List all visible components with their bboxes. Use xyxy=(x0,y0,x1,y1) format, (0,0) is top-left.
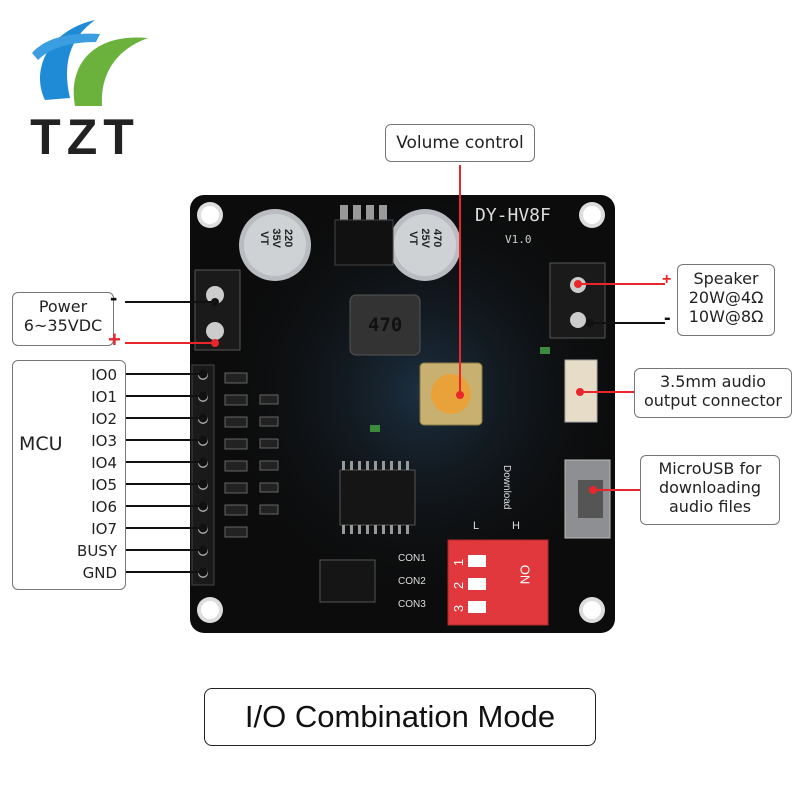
mcu-label: MCU xyxy=(19,433,63,455)
board-version: V1.0 xyxy=(505,233,532,246)
cap2-brand: VT xyxy=(406,231,419,246)
cap1-voltage: 35V xyxy=(270,228,283,248)
cap1-label: 220 35V VT xyxy=(258,218,294,258)
cap2-value: 470 xyxy=(431,228,444,248)
con3-label: CON3 xyxy=(398,599,426,610)
microusb-callout: MicroUSB for downloading audio files xyxy=(640,455,780,525)
pin-io5: IO5 xyxy=(91,476,117,494)
download-label: Download xyxy=(501,465,512,510)
switch-num-2: 2 xyxy=(451,581,467,590)
switch-num-3: 3 xyxy=(451,604,467,613)
speaker-callout: Speaker 20W@4Ω 10W@8Ω xyxy=(677,264,775,336)
cap2-voltage: 25V xyxy=(419,228,432,248)
pin-io1: IO1 xyxy=(91,388,117,406)
power-voltage: 6~35VDC xyxy=(23,316,103,336)
mode-caption: I/O Combination Mode xyxy=(204,688,596,746)
speaker-plus-sign: + xyxy=(662,271,672,288)
pcb-board: DY-HV8F V1.0 470 220 35V VT 470 25V VT D… xyxy=(190,195,615,633)
pin-busy: BUSY xyxy=(77,542,117,560)
speaker-label: Speaker xyxy=(693,269,759,288)
power-minus-sign: - xyxy=(110,285,118,310)
board-model: DY-HV8F xyxy=(475,205,551,226)
speaker-rating-8ohm: 10W@8Ω xyxy=(688,307,764,327)
audio-connector-callout: 3.5mm audio output connector xyxy=(634,368,792,418)
speaker-minus-sign: - xyxy=(664,307,671,329)
cap1-brand: VT xyxy=(257,231,270,246)
inductor-label: 470 xyxy=(368,314,403,336)
pcb-graphics xyxy=(190,195,615,633)
usb-label-3: audio files xyxy=(668,497,752,517)
mcu-box: MCU IO0 IO1 IO2 IO3 IO4 IO5 IO6 IO7 BUSY… xyxy=(12,360,126,590)
pin-io7: IO7 xyxy=(91,520,117,538)
volume-control-callout: Volume control xyxy=(385,124,535,162)
pin-io0: IO0 xyxy=(91,366,117,384)
h-label: H xyxy=(512,520,520,532)
brand-logo: TZT xyxy=(10,8,160,168)
speaker-rating-4ohm: 20W@4Ω xyxy=(688,288,764,308)
cap1-value: 220 xyxy=(282,228,295,248)
switch-num-1: 1 xyxy=(451,558,467,567)
audio-label-1: 3.5mm audio xyxy=(659,372,767,391)
pin-gnd: GND xyxy=(82,564,117,582)
l-label: L xyxy=(473,520,480,532)
con1-label: CON1 xyxy=(398,553,426,564)
pin-io6: IO6 xyxy=(91,498,117,516)
power-label: Power xyxy=(38,297,88,316)
power-callout: Power 6~35VDC xyxy=(12,292,114,346)
pin-io4: IO4 xyxy=(91,454,117,472)
usb-label-2: downloading xyxy=(658,478,762,498)
logo-icon xyxy=(32,20,148,106)
cap2-label: 470 25V VT xyxy=(407,218,443,258)
switch-on-label: ON xyxy=(517,564,533,585)
mcu-pin-list: IO0 IO1 IO2 IO3 IO4 IO5 IO6 IO7 BUSY GND xyxy=(77,364,117,584)
brand-name: TZT xyxy=(30,109,140,165)
con2-label: CON2 xyxy=(398,576,426,587)
pin-io2: IO2 xyxy=(91,410,117,428)
usb-label-1: MicroUSB for xyxy=(658,459,762,478)
pin-io3: IO3 xyxy=(91,432,117,450)
power-plus-sign: + xyxy=(108,327,121,352)
audio-label-2: output connector xyxy=(643,391,782,411)
